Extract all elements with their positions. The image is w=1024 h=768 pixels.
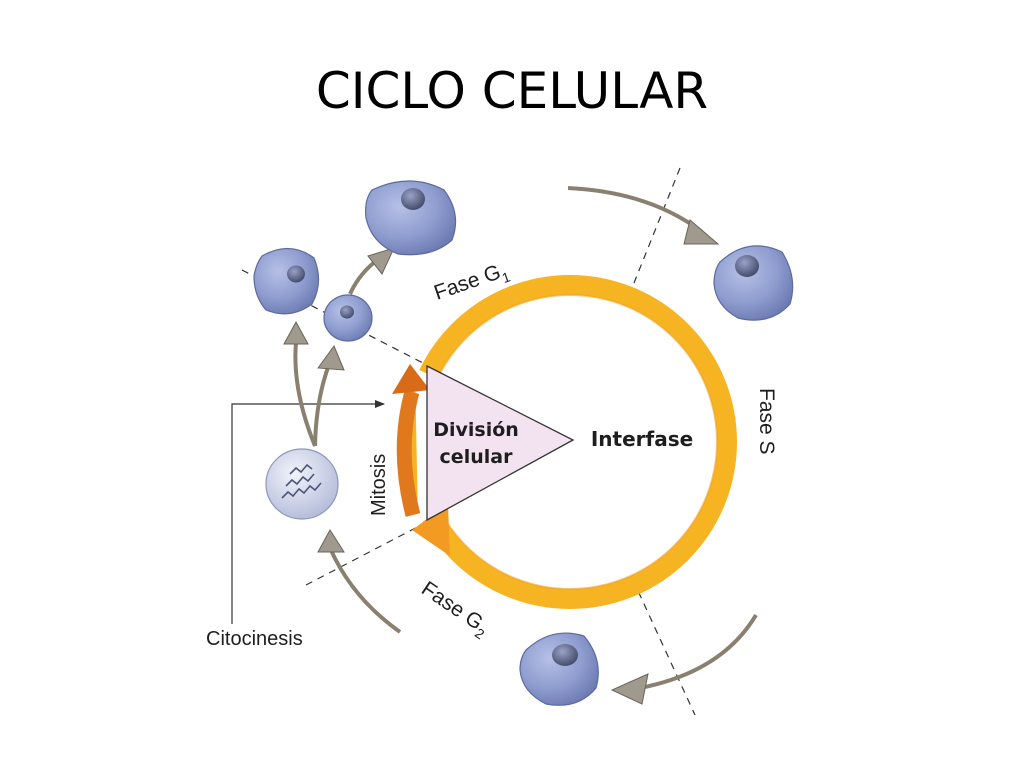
progression-arrowheads <box>283 219 720 705</box>
cell-mitotic <box>265 448 339 520</box>
slide-title: CICLO CELULAR <box>315 62 709 120</box>
cell-s-phase <box>713 245 794 321</box>
cell-g2-phase <box>519 632 599 706</box>
division-label-line1: División <box>433 419 519 441</box>
arrowhead-g2-to-mitosis <box>317 529 345 553</box>
division-label-line2: celular <box>440 446 514 468</box>
interphase-ring <box>403 275 737 609</box>
arrow-split-left <box>293 341 317 447</box>
fase-g2-text: Fase G <box>417 577 487 635</box>
arrowhead-split-left <box>283 320 309 345</box>
g1-s-boundary-line <box>627 167 681 299</box>
citocinesis-connector <box>231 400 385 624</box>
s-g2-boundary-line <box>632 579 696 716</box>
arrowhead-top-cell <box>367 247 395 275</box>
mitosis-arc <box>396 390 421 517</box>
g2-boundary-line <box>305 521 428 586</box>
fase-s-label: Fase S <box>755 388 778 455</box>
division-wedge <box>426 364 575 522</box>
interfase-label: Interfase <box>591 427 693 451</box>
arrowhead-g1-to-s <box>683 219 720 245</box>
arrow-g2-to-mitosis <box>328 547 402 634</box>
mitosis-text: Mitosis <box>368 454 390 516</box>
citocinesis-label: Citocinesis <box>206 628 303 650</box>
arrowhead-s-to-g2 <box>610 673 649 705</box>
cell-small <box>323 294 373 342</box>
svg-text:Fase G2: Fase G2 <box>415 577 494 642</box>
cell-left <box>253 247 320 315</box>
g2-arrowhead <box>412 504 450 556</box>
arrow-split-right <box>313 361 332 447</box>
arrow-s-to-g2 <box>639 613 758 690</box>
cell-top <box>365 180 457 256</box>
arrowhead-split-right <box>317 344 345 371</box>
arrow-g1-to-s <box>567 186 704 234</box>
fase-s-text: Fase S <box>755 388 778 455</box>
mitosis-arrowhead <box>392 364 430 394</box>
fase-g2-label: Fase G2 <box>415 577 494 642</box>
mitosis-label: Mitosis <box>368 454 390 516</box>
chromosomes <box>281 463 322 499</box>
fase-g1-subscript: 1 <box>500 268 513 286</box>
g1-boundary-line <box>241 269 426 365</box>
